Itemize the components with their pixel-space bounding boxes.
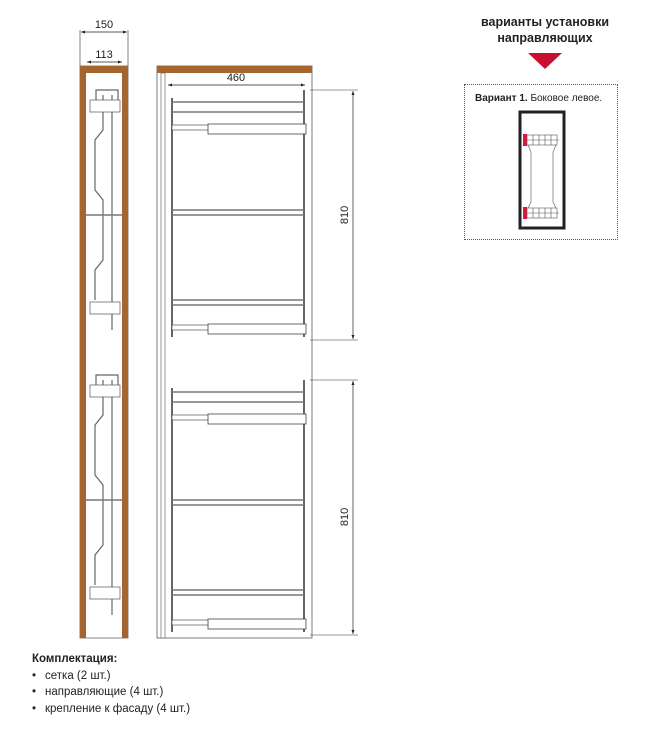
variant-label: Вариант 1. Боковое левое. xyxy=(475,93,602,104)
front-view: 460 810 810 xyxy=(156,65,358,639)
dim-150: 150 xyxy=(95,19,113,31)
dim-460: 460 xyxy=(227,72,245,84)
drawer-runner xyxy=(171,323,307,335)
variant-1-diagram xyxy=(518,110,566,230)
kit-item: направляющие (4 шт.) xyxy=(32,684,190,701)
installation-heading: варианты установки направляющих xyxy=(460,14,630,46)
kit-item: сетка (2 шт.) xyxy=(32,668,190,685)
side-basket xyxy=(86,374,122,615)
drawer-runner xyxy=(171,413,307,425)
kit-item: крепление к фасаду (4 шт.) xyxy=(32,701,190,718)
side-view: 150 113 xyxy=(79,19,129,639)
down-arrow-icon xyxy=(528,53,562,69)
drawer-runner xyxy=(171,618,307,630)
dim-810-lower: 810 xyxy=(339,508,351,526)
kit-contents: Комплектация: сетка (2 шт.) направляющие… xyxy=(32,651,190,717)
front-basket xyxy=(171,90,307,337)
variant-box: Вариант 1. Боковое левое. xyxy=(464,84,618,240)
dim-113: 113 xyxy=(95,49,113,61)
variant-description: Боковое левое. xyxy=(530,93,603,104)
heading-line-2: направляющих xyxy=(497,31,593,45)
drawer-runner xyxy=(171,123,307,135)
dim-810-upper: 810 xyxy=(339,206,351,224)
variant-number: Вариант 1. xyxy=(475,93,528,104)
side-basket xyxy=(86,89,122,330)
kit-title: Комплектация: xyxy=(32,653,118,665)
heading-line-1: варианты установки xyxy=(480,15,610,29)
front-basket xyxy=(171,380,307,632)
